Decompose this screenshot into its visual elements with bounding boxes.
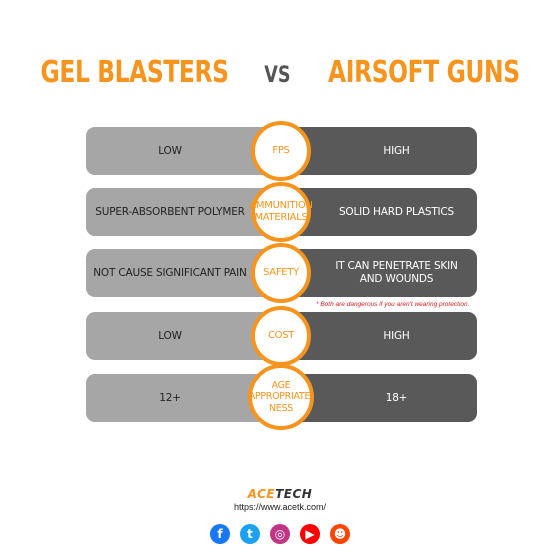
title-airsoft-guns: AIRSOFT GUNS [327,55,520,90]
category-label-safety: SAFETY [251,243,311,303]
gel-value: 12+ [159,391,181,404]
airsoft-cell: HIGH [282,312,477,360]
facebook-icon[interactable]: f [210,524,230,544]
youtube-icon[interactable]: ▶ [300,524,320,544]
gel-value: LOW [158,144,182,157]
gel-cell: LOW [86,312,282,360]
airsoft-value: 18+ [385,391,408,404]
website-link[interactable]: https://www.acetk.com/ [233,502,327,512]
brand-logo-ace: ACE [247,487,276,501]
gel-value: LOW [158,329,182,342]
gel-value: SUPER-ABSORBENT POLYMER [95,205,245,218]
airsoft-cell: IT CAN PENETRATE SKIN AND WOUNDS [282,249,477,297]
category-label-ammunition: AMMUNITION MATERIALS [249,182,313,242]
safety-note: * Both are dangerous if you aren't weari… [316,301,470,308]
title-gel-blasters: GEL BLASTERS [40,55,229,90]
airsoft-value: IT CAN PENETRATE SKIN AND WOUNDS [335,260,458,285]
gel-cell: LOW [86,127,282,175]
gel-value: NOT CAUSE SIGNIFICANT PAIN [93,266,247,279]
instagram-icon[interactable]: ◎ [270,524,290,544]
airsoft-cell: SOLID HARD PLASTICS [282,188,477,236]
comparison-row-safety: NOT CAUSE SIGNIFICANT PAIN IT CAN PENETR… [86,249,477,297]
gel-cell: NOT CAUSE SIGNIFICANT PAIN [86,249,282,297]
airsoft-value: HIGH [383,329,410,342]
airsoft-cell: HIGH [282,127,477,175]
category-label-age: AGE APPROPRIATE- NESS [248,364,314,430]
airsoft-value: HIGH [383,144,410,157]
title-vs: VS [264,63,291,88]
airsoft-cell: 18+ [282,374,477,422]
category-label-fps: FPS [251,121,311,181]
comparison-row-ammunition: SUPER-ABSORBENT POLYMER SOLID HARD PLAST… [86,188,477,236]
reddit-icon[interactable]: ☻ [330,524,350,544]
category-label-cost: COST [251,306,311,366]
comparison-row-cost: LOW HIGH [86,312,477,360]
twitter-icon[interactable]: t [240,524,260,544]
airsoft-value: SOLID HARD PLASTICS [338,205,455,218]
comparison-row-fps: LOW HIGH [86,127,477,175]
page-title: GEL BLASTERS VS AIRSOFT GUNS [0,55,560,90]
brand-logo-tech: TECH [275,487,313,501]
brand-logo[interactable]: ACETECH [0,487,560,501]
gel-cell: SUPER-ABSORBENT POLYMER [86,188,282,236]
